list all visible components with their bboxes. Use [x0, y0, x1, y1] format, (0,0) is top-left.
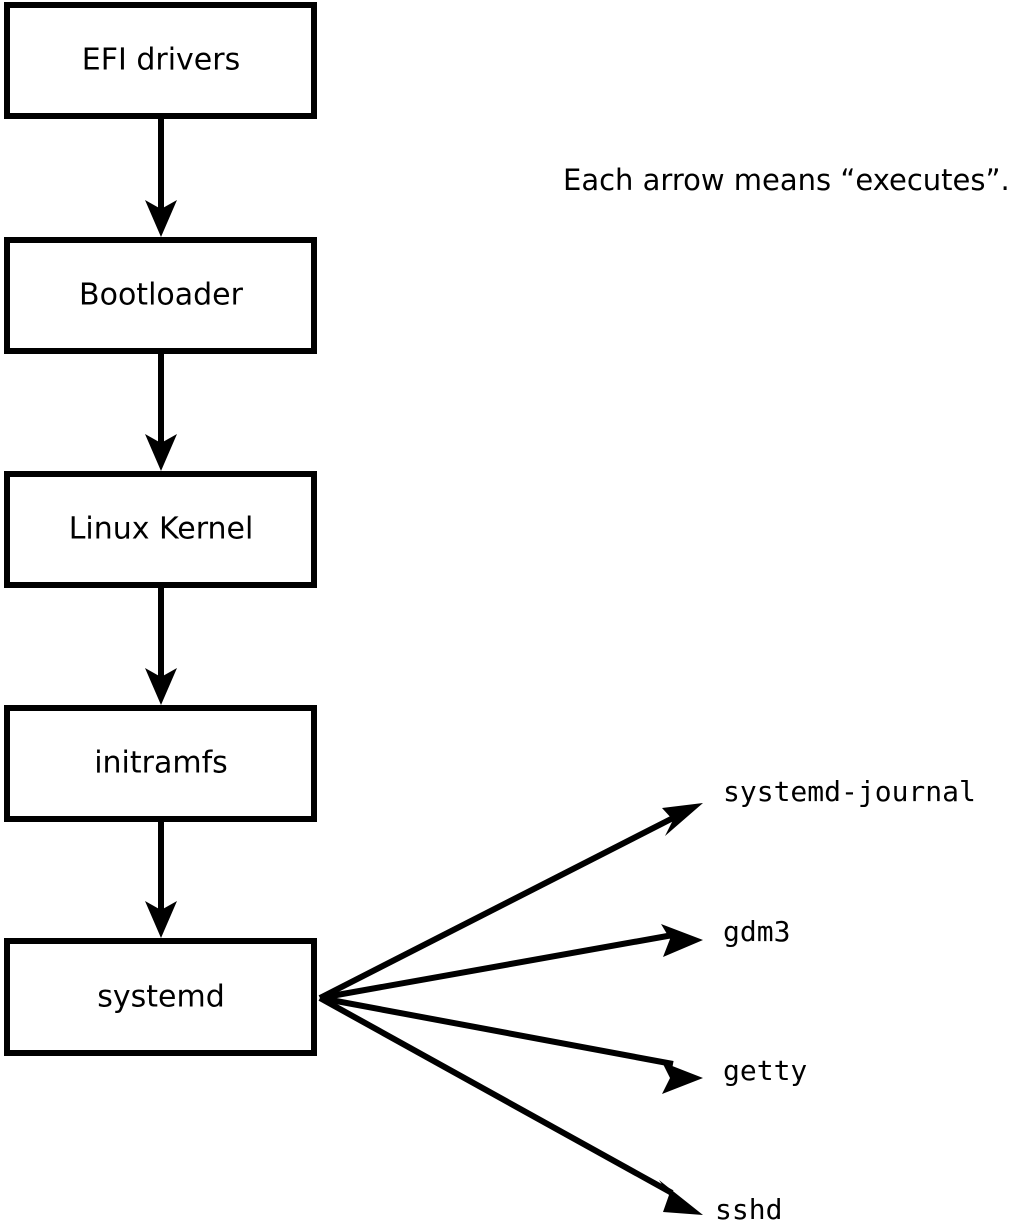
arrow-shaft [319, 932, 674, 1001]
node-systemd[interactable]: systemd [4, 938, 317, 1056]
node-box-linux-kernel[interactable] [4, 471, 317, 588]
node-efi-drivers[interactable]: EFI drivers [4, 2, 317, 119]
node-box-systemd[interactable] [4, 938, 317, 1056]
node-label-systemd: systemd [97, 980, 225, 1015]
node-box-bootloader[interactable] [4, 237, 317, 354]
arrow-linux-kernel-to-initramfs [145, 587, 177, 705]
node-box-efi-drivers[interactable] [4, 2, 317, 119]
arrow-shaft [319, 995, 674, 1067]
service-labels: systemd-journal gdm3 getty sshd [715, 775, 976, 1226]
service-label-getty: getty [723, 1054, 807, 1087]
arrow-initramfs-to-systemd [145, 821, 177, 938]
arrow-head-downright [662, 1062, 703, 1094]
service-arrows [318, 803, 703, 1215]
node-bootloader[interactable]: Bootloader [4, 237, 317, 354]
service-label-gdm3: gdm3 [723, 915, 790, 948]
arrow-head-upright [661, 924, 703, 957]
node-label-bootloader: Bootloader [79, 278, 244, 313]
chain-arrows [145, 119, 177, 938]
node-label-efi-drivers: EFI drivers [82, 43, 240, 78]
arrow-systemd-to-gdm3 [319, 924, 703, 1001]
arrow-systemd-to-systemd-journal [318, 803, 703, 1001]
arrow-head-down [145, 200, 177, 237]
arrow-efi-drivers-to-bootloader [145, 119, 177, 237]
node-box-initramfs[interactable] [4, 705, 317, 822]
arrow-bootloader-to-linux-kernel [145, 353, 177, 471]
service-label-systemd-journal: systemd-journal [723, 775, 976, 808]
arrow-shaft [318, 995, 674, 1196]
arrow-head-down [145, 668, 177, 705]
chain-nodes: EFI drivers Bootloader Linux Kernel init… [4, 2, 317, 1056]
arrow-systemd-to-sshd [318, 995, 703, 1215]
node-initramfs[interactable]: initramfs [4, 705, 317, 822]
node-label-initramfs: initramfs [94, 746, 228, 781]
arrow-head-downright [659, 1180, 703, 1215]
arrow-head-down [145, 434, 177, 471]
legend-caption: Each arrow means “executes”. [563, 163, 1010, 197]
arrow-head-upright [662, 803, 703, 836]
node-label-linux-kernel: Linux Kernel [69, 512, 254, 547]
node-linux-kernel[interactable]: Linux Kernel [4, 471, 317, 588]
arrow-systemd-to-getty [319, 995, 703, 1094]
arrow-shaft [318, 814, 677, 1001]
arrow-head-down [145, 901, 177, 938]
service-label-sshd: sshd [715, 1193, 782, 1226]
